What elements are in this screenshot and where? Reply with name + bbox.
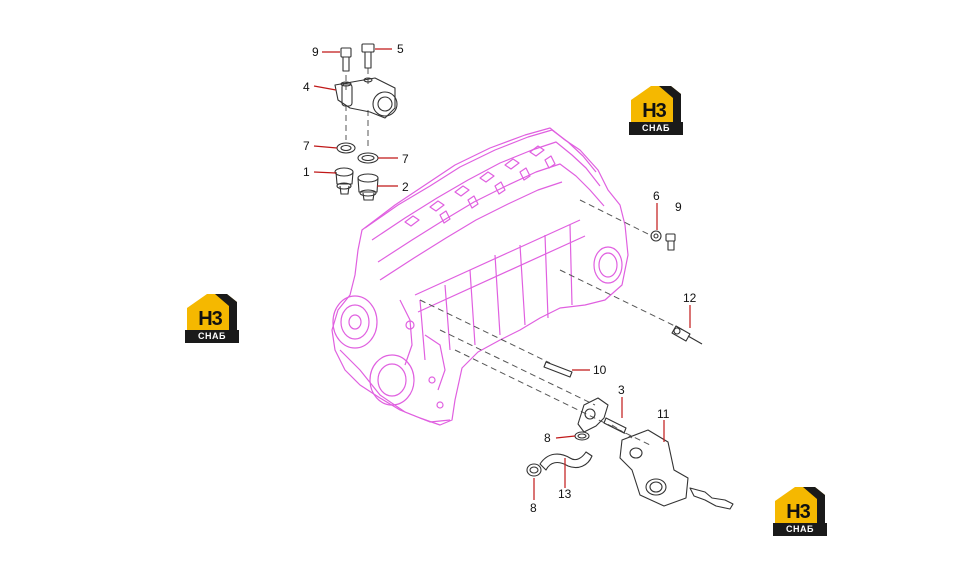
callout-3: 3 [618,383,625,397]
logo-h3-text: H3 [786,501,811,523]
callout-4: 4 [303,80,310,94]
logo-h3-text: H3 [198,308,223,330]
callout-9-top: 9 [312,45,319,59]
callout-2: 2 [402,180,409,194]
bolt-top-right [361,43,375,69]
parts [334,43,734,510]
thermostat-1 [334,167,354,195]
callout-8-top: 8 [544,431,551,445]
callout-7-right: 7 [402,152,409,166]
callout-9-right: 9 [675,200,682,214]
callout-10: 10 [593,363,607,377]
temperature-sensor [671,325,703,345]
bolt-top-left [340,47,352,72]
logo-brand-text: СНАБ [185,330,239,343]
water-outlet-housing [619,429,734,510]
callout-12: 12 [683,291,697,305]
callout-7-left: 7 [303,139,310,153]
callout-1: 1 [303,165,310,179]
thermostat-2 [357,173,379,201]
callout-numbers: 9 5 4 7 7 1 2 6 9 12 10 3 11 8 13 8 [303,42,697,515]
elbow-pipe [577,397,609,433]
callout-13: 13 [558,487,572,501]
callout-5: 5 [397,42,404,56]
watermark-logo-left: H3 СНАБ [185,292,239,344]
logo-brand-text: СНАБ [629,122,683,135]
callout-8-bottom: 8 [530,501,537,515]
house-icon [631,86,681,124]
watermark-logo-bottom-right: H3 СНАБ [773,485,827,537]
logo-brand-text: СНАБ [773,523,827,536]
callout-6: 6 [653,189,660,203]
watermark-logo-top-right: H3 СНАБ [629,84,683,136]
house-icon [775,487,825,525]
stud-10 [543,361,573,378]
callout-11: 11 [657,407,670,421]
engine-block [331,127,629,426]
thermostat-housing [334,77,398,119]
leader-lines [313,48,691,500]
logo-h3-text: H3 [642,100,667,122]
house-icon [187,294,237,332]
bolt-right [665,233,676,251]
